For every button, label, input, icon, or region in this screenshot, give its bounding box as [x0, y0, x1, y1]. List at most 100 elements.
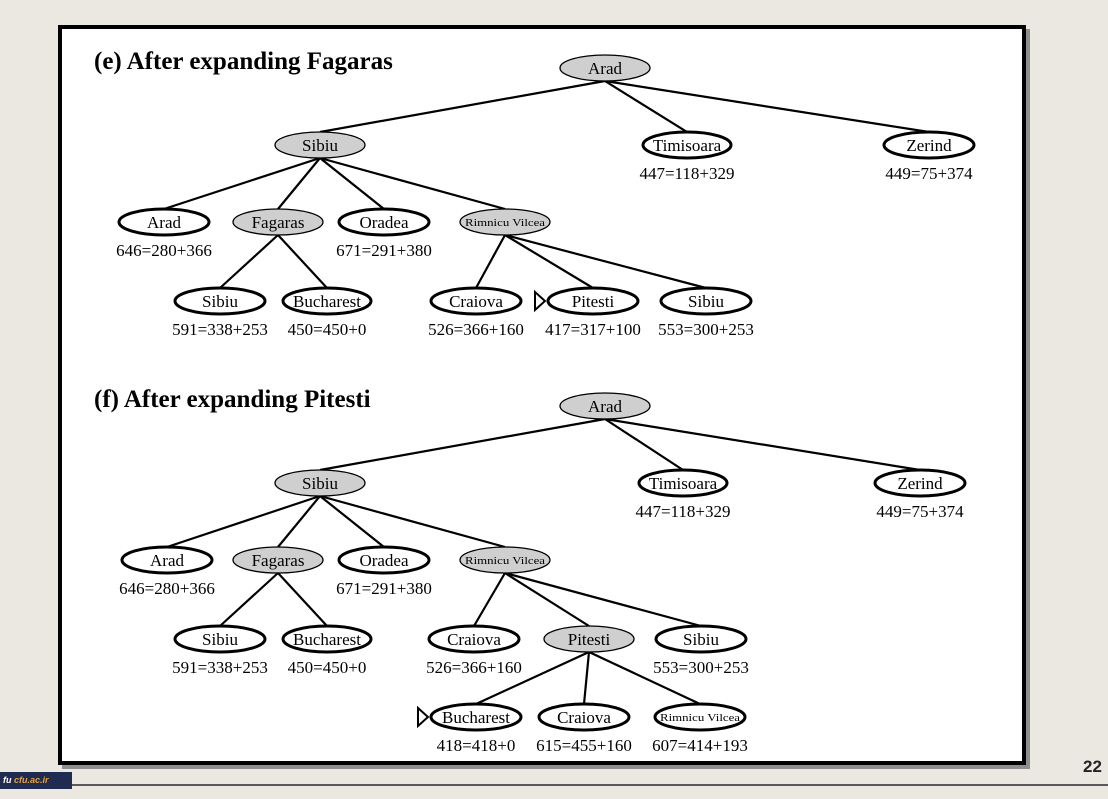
- node-fagaras: Fagaras: [232, 208, 324, 236]
- node-zerind-ellipse: [882, 130, 976, 160]
- node-craiova-ellipse: [429, 286, 523, 316]
- node-sibiu2-value: 591=338+253: [172, 658, 268, 677]
- node-rimnicu-label: Rimnicu Vilcea: [465, 556, 545, 567]
- node-zerind-label: Zerind: [906, 136, 952, 155]
- node-craiova-value: 526=366+160: [426, 658, 522, 677]
- node-fagaras-label: Fagaras: [252, 551, 305, 570]
- node-sibiu-ellipse: [274, 131, 366, 159]
- node-craiova-label: Craiova: [449, 292, 503, 311]
- node-bucharest2-ellipse: [429, 702, 523, 732]
- edge-rimnicu-craiova: [475, 234, 506, 289]
- node-rimnicu2-label: Rimnicu Vilcea: [660, 713, 740, 724]
- node-sibiu2-value: 591=338+253: [172, 320, 268, 339]
- node-rimnicu-label: Rimnicu Vilcea: [465, 218, 545, 229]
- edge-rimnicu-pitesti: [504, 572, 590, 627]
- node-zerind: Zerind 449=75+374: [882, 130, 976, 183]
- node-zerind-ellipse: [873, 468, 967, 498]
- node-sibiu2-ellipse: [173, 286, 267, 316]
- node-pitesti-label: Pitesti: [572, 292, 615, 311]
- node-pitesti-ellipse: [546, 286, 640, 316]
- node-rimnicu2-ellipse: [653, 702, 747, 732]
- node-oradea-ellipse: [337, 207, 431, 237]
- edge-pitesti-craiova2: [582, 651, 591, 705]
- edge-sibiu-fagaras: [277, 495, 321, 548]
- node-arad2-value: 646=280+366: [119, 579, 215, 598]
- edge-sibiu-fagaras: [277, 157, 321, 210]
- node-rimnicu-ellipse: [459, 208, 551, 236]
- node-timisoara-ellipse: [637, 468, 729, 498]
- node-sibiu3-ellipse: [654, 624, 748, 654]
- node-sibiu3: Sibiu 553=300+253: [658, 286, 754, 339]
- node-fagaras-ellipse: [232, 546, 324, 574]
- node-arad2: Arad 646=280+366: [116, 207, 212, 260]
- node-oradea-ellipse: [337, 545, 431, 575]
- node-sibiu2-label: Sibiu: [202, 630, 238, 649]
- node-zerind-value: 449=75+374: [885, 164, 973, 183]
- node-zerind-label: Zerind: [897, 474, 943, 493]
- edge-arad-sibiu: [319, 417, 606, 472]
- node-arad: Arad: [559, 54, 651, 82]
- node-timisoara-value: 447=118+329: [635, 502, 730, 521]
- node-rimnicu2-value: 607=414+193: [652, 736, 748, 755]
- edge-sibiu-rimnicu: [319, 494, 506, 549]
- edge-rimnicu-craiova: [473, 572, 506, 627]
- node-craiova-value: 526=366+160: [428, 320, 524, 339]
- node-timisoara-label: Timisoara: [653, 136, 722, 155]
- node-fagaras-ellipse: [232, 208, 324, 236]
- footer-logo-prefix: fu: [3, 775, 12, 785]
- node-oradea-value: 671=291+380: [336, 579, 432, 598]
- node-arad2-value: 646=280+366: [116, 241, 212, 260]
- node-craiova-ellipse: [427, 624, 521, 654]
- node-rimnicu: Rimnicu Vilcea: [459, 546, 551, 574]
- node-craiova: Craiova 526=366+160: [426, 624, 522, 677]
- node-fagaras: Fagaras: [232, 546, 324, 574]
- edge-fagaras-bucharest: [277, 572, 328, 627]
- edge-rimnicu-pitesti: [504, 234, 594, 289]
- node-sibiu-label: Sibiu: [302, 136, 338, 155]
- edge-arad-zerind: [604, 417, 921, 472]
- edge-fagaras-sibiu2: [219, 234, 279, 289]
- node-sibiu3-value: 553=300+253: [658, 320, 754, 339]
- node-sibiu3-label: Sibiu: [688, 292, 724, 311]
- node-craiova2-ellipse: [537, 702, 631, 732]
- node-sibiu3-value: 553=300+253: [653, 658, 749, 677]
- node-craiova2-value: 615=455+160: [536, 736, 632, 755]
- node-arad-ellipse: [559, 392, 651, 420]
- edge-sibiu-oradea: [319, 495, 385, 548]
- edge-fagaras-bucharest: [277, 234, 328, 289]
- node-pitesti-label: Pitesti: [568, 630, 611, 649]
- node-rimnicu-ellipse: [459, 546, 551, 574]
- node-arad2-label: Arad: [147, 213, 181, 232]
- node-sibiu: Sibiu: [274, 469, 366, 497]
- node-craiova-label: Craiova: [447, 630, 501, 649]
- edge-sibiu-rimnicu: [319, 156, 506, 211]
- panel-e-title: (e) After expanding Fagaras: [94, 48, 393, 75]
- node-sibiu2-label: Sibiu: [202, 292, 238, 311]
- node-craiova2: Craiova 615=455+160: [536, 702, 632, 755]
- node-sibiu2: Sibiu 591=338+253: [172, 286, 268, 339]
- node-fagaras-label: Fagaras: [252, 213, 305, 232]
- node-timisoara: Timisoara 447=118+329: [639, 130, 735, 183]
- node-sibiu2-ellipse: [173, 624, 267, 654]
- node-pitesti-value: 417=317+100: [545, 320, 641, 339]
- footer-logo-site: cfu.ac.ir: [14, 775, 49, 785]
- node-bucharest2-value: 418=418+0: [437, 736, 516, 755]
- node-craiova2-label: Craiova: [557, 708, 611, 727]
- edge-fagaras-sibiu2: [219, 572, 279, 627]
- node-timisoara-value: 447=118+329: [639, 164, 734, 183]
- node-pitesti: Pitesti: [543, 625, 635, 653]
- edge-sibiu-oradea: [319, 157, 385, 210]
- panel-f-title: (f) After expanding Pitesti: [94, 386, 371, 413]
- node-arad2-ellipse: [120, 545, 214, 575]
- node-bucharest-ellipse: [281, 286, 373, 316]
